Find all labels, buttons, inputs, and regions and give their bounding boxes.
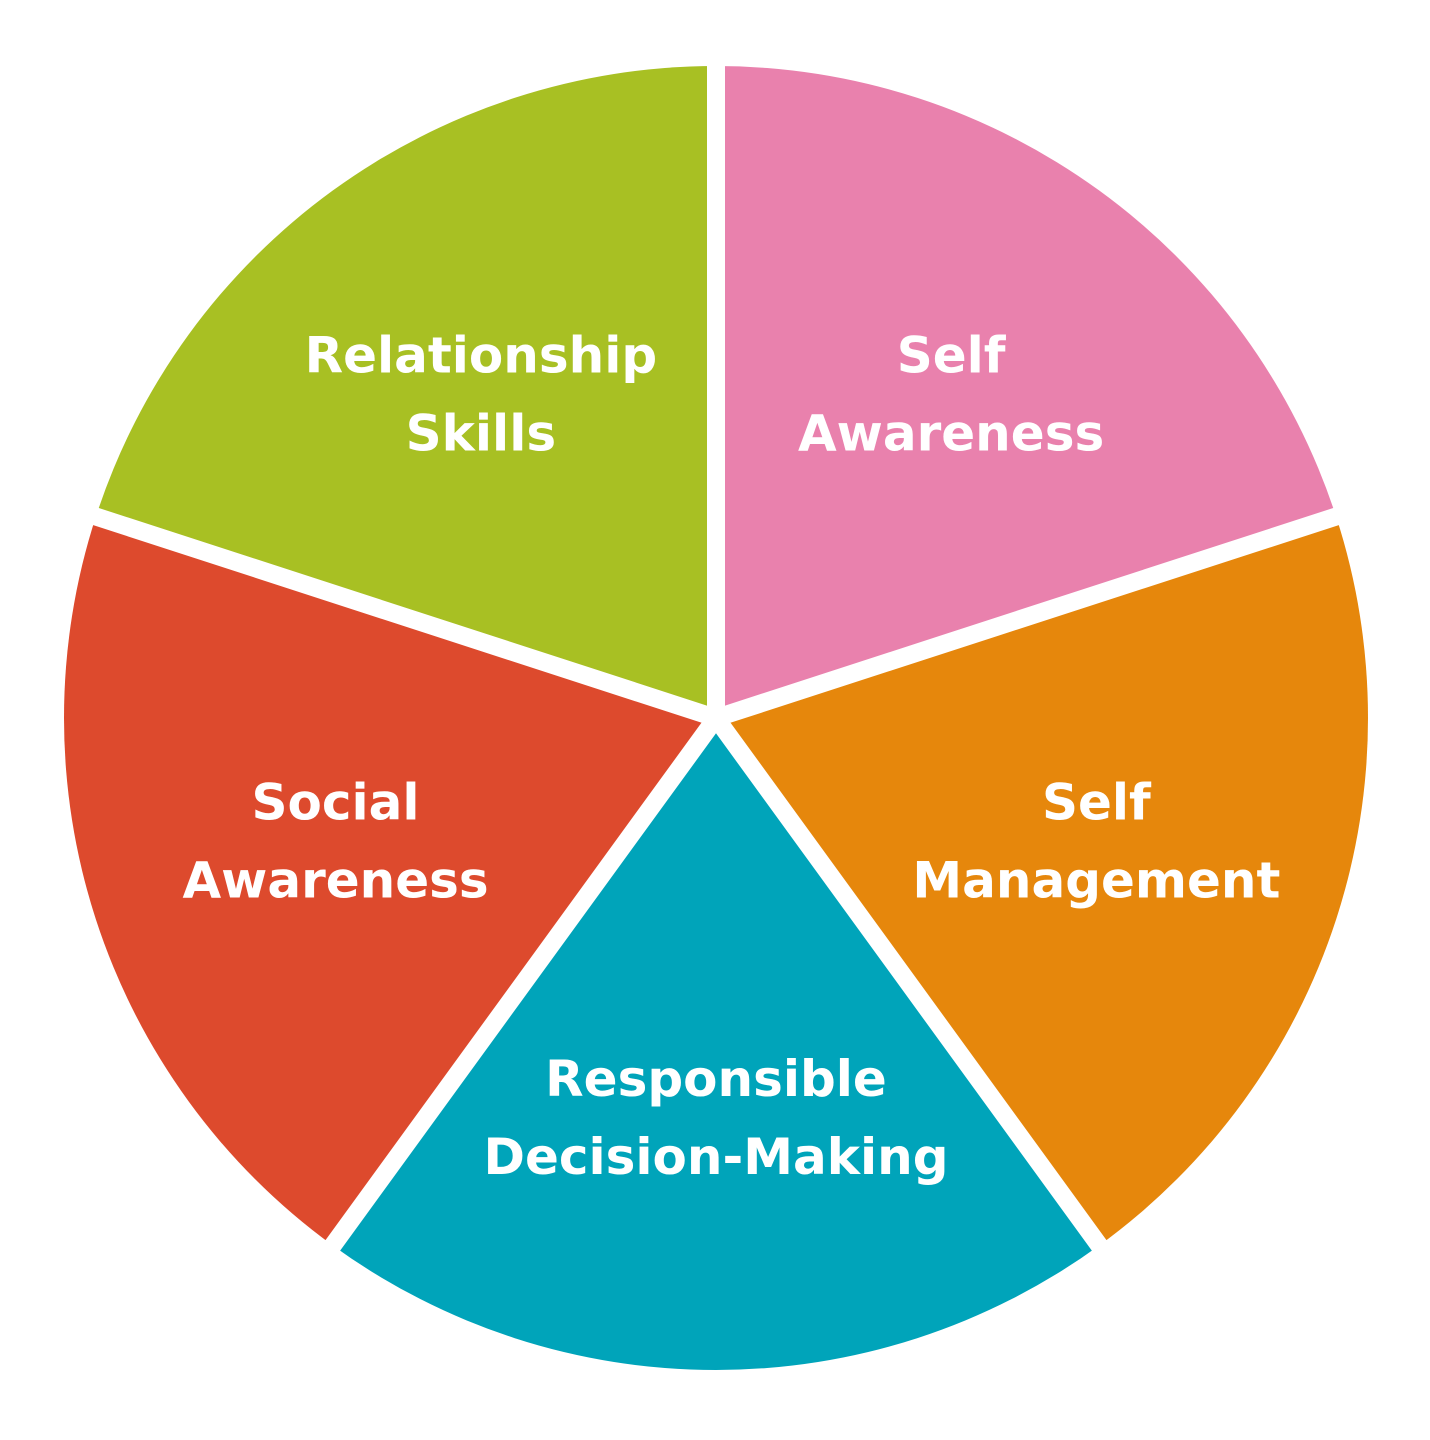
segment-separator [707, 709, 1115, 1263]
label-line: Social [252, 774, 420, 832]
segment-self-awareness [716, 66, 1337, 718]
segment-separator [77, 504, 725, 727]
label-line: Skills [406, 404, 556, 462]
segment-separator [707, 504, 1355, 727]
label-line: Self [897, 326, 1007, 384]
label-line: Self [1042, 774, 1152, 832]
segment-relationship-skills [95, 66, 717, 718]
label-line: Decision-Making [483, 1128, 948, 1186]
label-line: Awareness [798, 404, 1104, 462]
segment-responsible-decision-making [332, 718, 1100, 1371]
segment-self-management [716, 516, 1369, 1246]
segment-social-awareness [64, 516, 717, 1246]
segment-separator [317, 709, 725, 1263]
wheel-segments [64, 47, 1369, 1371]
label-line: Awareness [182, 852, 488, 910]
label-line: Responsible [545, 1050, 887, 1108]
label-line: Relationship [305, 326, 658, 384]
label-line: Management [912, 852, 1280, 910]
